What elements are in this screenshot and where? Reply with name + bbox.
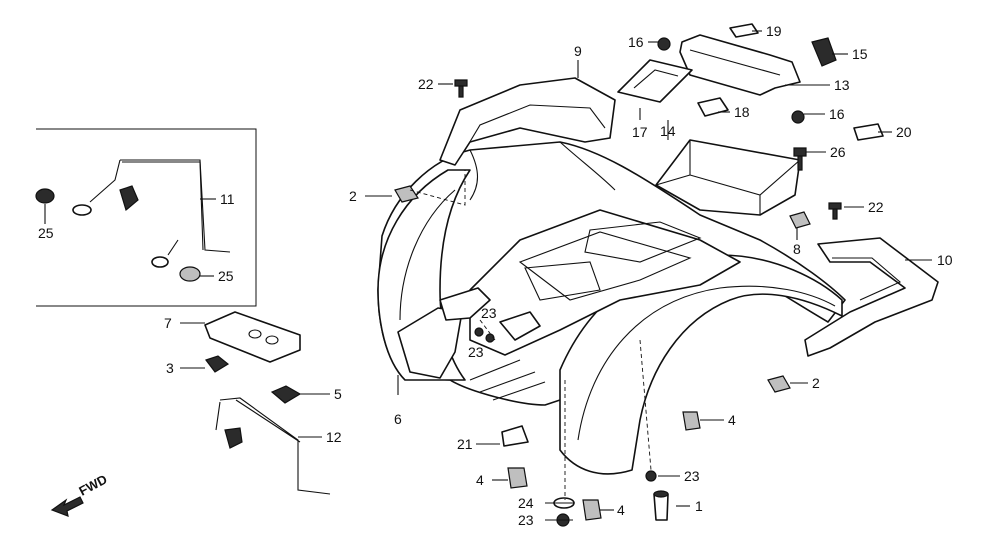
clip-2-lower (767, 375, 791, 393)
callout-26: 26 (830, 144, 846, 160)
callout-10: 10 (937, 252, 953, 268)
callout-23-mid: 23 (468, 344, 484, 360)
stay-7 (204, 311, 301, 363)
callout-25-lower: 25 (218, 268, 234, 284)
bolt-16-upper (657, 37, 671, 51)
callout-1: 1 (695, 498, 703, 514)
caution-label-17 (617, 59, 693, 103)
callout-13: 13 (834, 77, 850, 93)
inset-frame (36, 128, 257, 307)
callout-20: 20 (896, 124, 912, 140)
tool-box-lid (679, 34, 801, 96)
callout-23-bottom: 23 (518, 512, 534, 528)
tool-box (655, 139, 801, 216)
grommet-25-lower (179, 266, 201, 282)
callout-4-left: 4 (476, 472, 484, 488)
callout-24: 24 (518, 495, 534, 511)
bolt-16-lower (791, 110, 805, 124)
grommet-25-upper (35, 188, 55, 204)
bolt-22-upper (454, 79, 468, 98)
callout-16-lower: 16 (829, 106, 845, 122)
collar-1 (653, 493, 669, 521)
callout-9: 9 (574, 43, 582, 59)
callout-21: 21 (457, 436, 473, 452)
callout-15: 15 (852, 46, 868, 62)
callout-11: 11 (220, 191, 235, 207)
clip-15 (811, 37, 837, 67)
nut-3 (205, 355, 230, 373)
callout-3: 3 (166, 360, 174, 376)
callout-16-upper: 16 (628, 34, 644, 50)
nut-23-b (485, 333, 495, 343)
callout-17: 17 (632, 124, 648, 140)
callout-14: 14 (660, 123, 676, 139)
clip-2-upper (394, 185, 419, 203)
callout-18: 18 (734, 104, 750, 120)
label-19 (729, 23, 759, 38)
callout-4-right: 4 (728, 412, 736, 428)
cushion-4-a (682, 411, 701, 431)
label-21 (501, 425, 529, 447)
bolt-26 (793, 147, 807, 171)
callout-2-upper: 2 (349, 188, 357, 204)
callout-22-lower: 22 (868, 199, 884, 215)
forward-direction-arrow: FWD (50, 472, 110, 517)
label-20 (853, 123, 884, 141)
bracket-11 (89, 159, 231, 256)
clip-8 (789, 211, 811, 229)
callout-22-upper: 22 (418, 76, 434, 92)
callout-4-bottom: 4 (617, 502, 625, 518)
callout-5: 5 (334, 386, 342, 402)
bracket-12 (215, 397, 331, 495)
nut-5 (270, 385, 302, 404)
bolt-22-lower (828, 202, 842, 220)
callout-7: 7 (164, 315, 172, 331)
callout-6: 6 (394, 411, 402, 427)
callout-12: 12 (326, 429, 342, 445)
callout-8: 8 (793, 241, 801, 257)
cushion-4-c (582, 499, 602, 521)
callout-23-upper: 23 (481, 305, 497, 321)
callout-25-upper: 25 (38, 225, 54, 241)
nut-23-c (645, 470, 657, 482)
cushion-4-b (507, 467, 528, 489)
callout-23-right: 23 (684, 468, 700, 484)
callout-19: 19 (766, 23, 782, 39)
nut-23-a (474, 327, 484, 337)
fwd-label: FWD (76, 472, 109, 499)
callout-2-lower: 2 (812, 375, 820, 391)
label-18 (697, 97, 729, 117)
side-cover-right (804, 237, 939, 357)
